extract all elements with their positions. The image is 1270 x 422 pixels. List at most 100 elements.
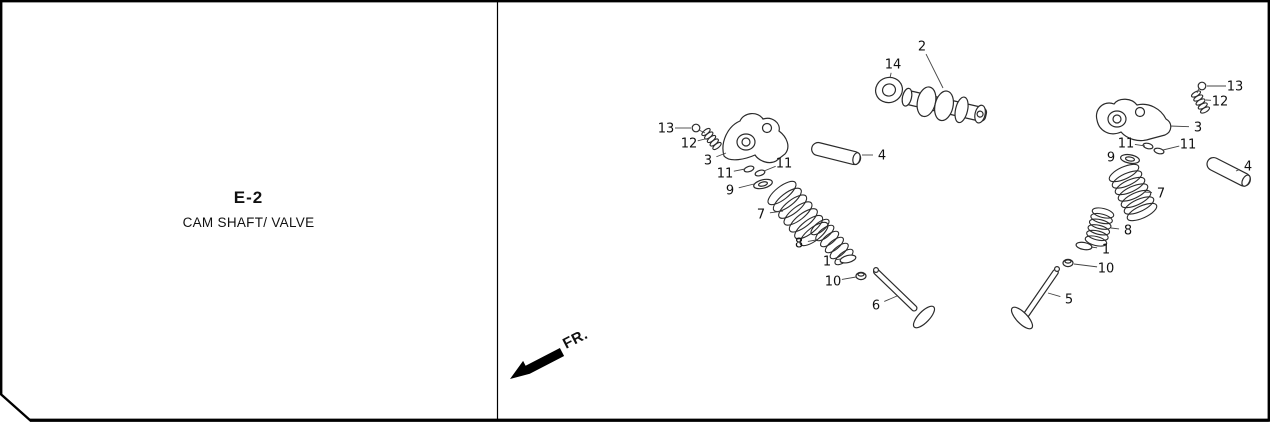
part-number-label: 4 [878,149,886,164]
valve-spring-outer-right [1117,183,1149,202]
valve-spring-inner-left [824,236,844,254]
part-number-label: 9 [726,184,734,199]
leader-line [884,295,898,302]
part-number-label: 7 [757,208,765,223]
part-number-label: 3 [1194,121,1202,136]
valve-cotter-icon [754,169,766,177]
part-number-label: 13 [658,122,675,137]
leader-line [1235,169,1240,172]
rocker-shaft-left-drawing [811,141,862,166]
valve-spring-outer-left [794,214,824,240]
part-number-label: 6 [872,299,880,314]
part-number-label: 9 [1107,151,1115,166]
valve-spring-inner-left [810,218,830,236]
part-number-label: 5 [1065,293,1073,308]
part-number-label: 7 [1157,187,1165,202]
leader-line [835,258,842,261]
part-number-label: 14 [885,58,902,73]
valve-spring-outer-left [778,194,808,219]
spring-retainer-left-drawing [753,178,773,190]
part-number-label: 1 [823,255,831,270]
rocker-arm-left-drawing [722,113,789,164]
valve-spring-outer-left [788,208,818,233]
part-number-label: 10 [825,275,842,290]
part-number-label: 10 [1098,262,1115,277]
leader-line [716,152,727,158]
part-number-label: 8 [795,237,803,252]
part-number-label: 11 [1118,137,1135,152]
valve-spring-outer-left [799,221,829,247]
valve-spring-inner-right [1088,218,1112,230]
valve-spring-inner-right [1087,224,1111,236]
valve-left-drawing [872,267,936,329]
leader-line [1162,145,1180,151]
leader-line [1110,227,1120,230]
part-number-label: 12 [681,137,698,152]
valve-spring-outer-right [1123,196,1155,215]
valve-spring-outer-left [783,201,813,226]
adjusting-screw-right-drawing [1196,81,1207,94]
part-number-label: 2 [918,40,926,55]
part-number-label: 11 [717,167,734,182]
springs-layer [701,90,1211,266]
part-number-label: 12 [1212,95,1229,110]
fr-arrow-icon [510,348,565,379]
valve-spring-inner-right [1084,235,1108,247]
stem-seal-left-drawing [855,271,867,281]
adjusting-screw-left-drawing [691,123,706,134]
leader-line [1169,125,1190,128]
leader-line [733,168,746,172]
title-block: E-2 CAM SHAFT/ VALVE [0,188,497,230]
leader-line [925,53,944,89]
valve-spring-inner-left [820,230,840,248]
leader-line [1090,246,1098,249]
spring-seat-right-drawing [1075,241,1093,251]
leader-line [738,183,755,189]
spring-seat-left-drawing [839,254,857,264]
adjuster-spring-right [1199,106,1211,114]
valve-spring-outer-right [1111,170,1143,189]
valve-spring-outer-left [767,180,797,206]
camshaft-drawing [901,86,988,124]
valve-spring-inner-right [1086,229,1109,242]
valve-spring-outer-left [772,187,802,213]
valve-spring-outer-right [1126,202,1158,222]
leader-line [1047,292,1061,297]
part-number-label: 8 [1124,224,1132,239]
part-number-label: 3 [704,154,712,169]
valve-spring-inner-right [1091,207,1115,219]
valve-spring-outer-right [1108,163,1140,183]
leader-line [763,165,776,172]
section-code: E-2 [233,188,264,207]
leader-line [769,210,784,214]
adjuster-spring-left [712,141,722,151]
valve-cotter-icon [1142,142,1154,150]
fr-direction-label: FR. [560,326,591,353]
valve-cotter-icon [743,165,755,173]
leader-line [697,138,706,142]
part-number-label: 11 [1180,138,1197,153]
valve-spring-inner-left [829,242,849,260]
stem-seal-right-drawing [1062,258,1074,268]
section-title: CAM SHAFT/ VALVE [182,215,315,230]
part-number-label: 1 [1102,243,1110,258]
spring-retainer-right-drawing [1120,153,1140,165]
part-number-label: 11 [776,157,793,172]
valve-cotter-icon [1153,147,1165,155]
bearing-drawing [874,76,904,104]
rocker-shaft-right-drawing [1206,156,1251,187]
valve-spring-inner-right [1090,212,1113,225]
rocker-arm-right-drawing [1095,98,1172,142]
leader-line [889,72,892,79]
leader-line [807,239,817,242]
part-number-label: 4 [1244,160,1252,175]
leader-line [1073,263,1098,268]
leader-line [841,276,857,280]
valve-spring-outer-right [1114,176,1146,196]
valve-spring-inner-left [815,224,835,242]
leader-line [1134,143,1146,147]
